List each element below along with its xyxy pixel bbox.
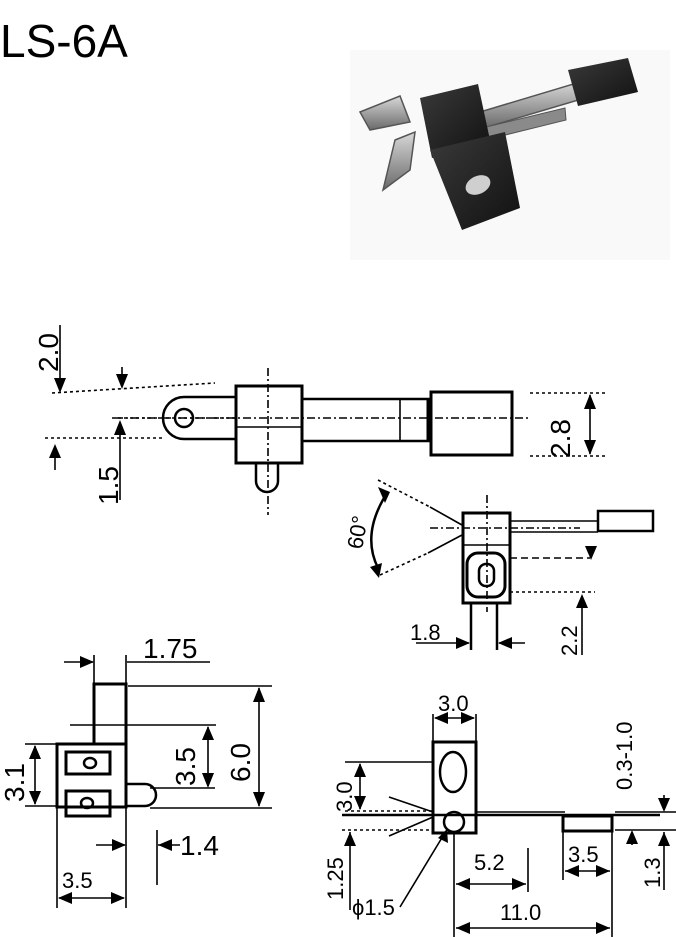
dim-3-0-top: 3.0 (438, 691, 469, 716)
dim-3-5: 3.5 (568, 842, 599, 867)
dim-3-0-left: 3.0 (332, 781, 357, 812)
dim-1-4: 1.4 (180, 830, 219, 861)
dim-1-5: 1.5 (93, 466, 124, 505)
dim-1-8: 1.8 (410, 620, 441, 645)
side-view: 2.0 1.5 2.8 (33, 325, 608, 515)
dim-1-3: 1.3 (640, 857, 665, 888)
angle-view: 60° 1.8 2.2 (342, 479, 655, 656)
dim-11-0: 11.0 (500, 900, 541, 925)
angle-label: 60° (342, 514, 372, 551)
dim-1-25: 1.25 (323, 857, 348, 900)
dim-5-2: 5.2 (474, 850, 505, 875)
bottom-right-view: 3.0 3.0 1.25 ϕ1.5 (323, 691, 676, 937)
dim-1-75: 1.75 (143, 633, 198, 664)
component-photo (350, 50, 670, 260)
dim-3-5-right: 3.5 (170, 747, 201, 786)
bottom-left-view: 1.75 6.0 3.5 3.1 1.4 3.5 (0, 633, 272, 908)
dim-2-8: 2.8 (545, 419, 576, 458)
dim-2-0: 2.0 (33, 333, 64, 372)
dim-phi-1-5: ϕ1.5 (352, 895, 395, 920)
dim-6-0: 6.0 (225, 743, 256, 782)
dim-3-1: 3.1 (0, 763, 30, 802)
dim-3-5-bottom: 3.5 (62, 868, 93, 893)
part-title: LS-6A (0, 15, 128, 67)
dim-2-2: 2.2 (557, 625, 582, 656)
dim-0-3-1-0: 0.3-1.0 (612, 722, 637, 791)
